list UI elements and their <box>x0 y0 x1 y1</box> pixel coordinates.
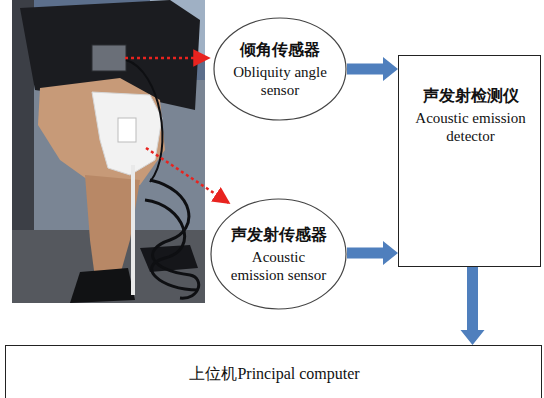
node-title: 声发射检测仪 <box>423 86 519 106</box>
detector-box: 声发射检测仪 Acoustic emission detector <box>398 55 541 267</box>
block-arrow <box>461 267 485 345</box>
node-label: Acoustic emission detector <box>408 109 533 145</box>
node-text: 声发射检测仪 Acoustic emission detector <box>408 86 533 145</box>
node-label: Obliquity angle sensor <box>232 63 328 99</box>
node-title: 声发射传感器 <box>231 225 327 245</box>
sensor-ellipse: 倾角传感器 Obliquity angle sensor <box>213 17 347 121</box>
node-text: 倾角传感器 Obliquity angle sensor <box>232 40 328 99</box>
node-text: 上位机Principal computer <box>15 364 535 383</box>
node-title: 倾角传感器 <box>240 40 320 60</box>
computer-box: 上位机Principal computer <box>5 345 542 398</box>
block-arrow <box>347 241 398 265</box>
sensor-ellipse: 声发射传感器 Acoustic emission sensor <box>210 198 347 310</box>
node-text: 声发射传感器 Acoustic emission sensor <box>230 225 328 284</box>
photo <box>12 0 205 303</box>
node-title: 上位机Principal computer <box>189 364 359 383</box>
node-label: Acoustic emission sensor <box>230 248 328 284</box>
leader-arrow <box>125 57 209 60</box>
leader-arrow <box>146 148 229 203</box>
block-arrow <box>347 57 398 81</box>
